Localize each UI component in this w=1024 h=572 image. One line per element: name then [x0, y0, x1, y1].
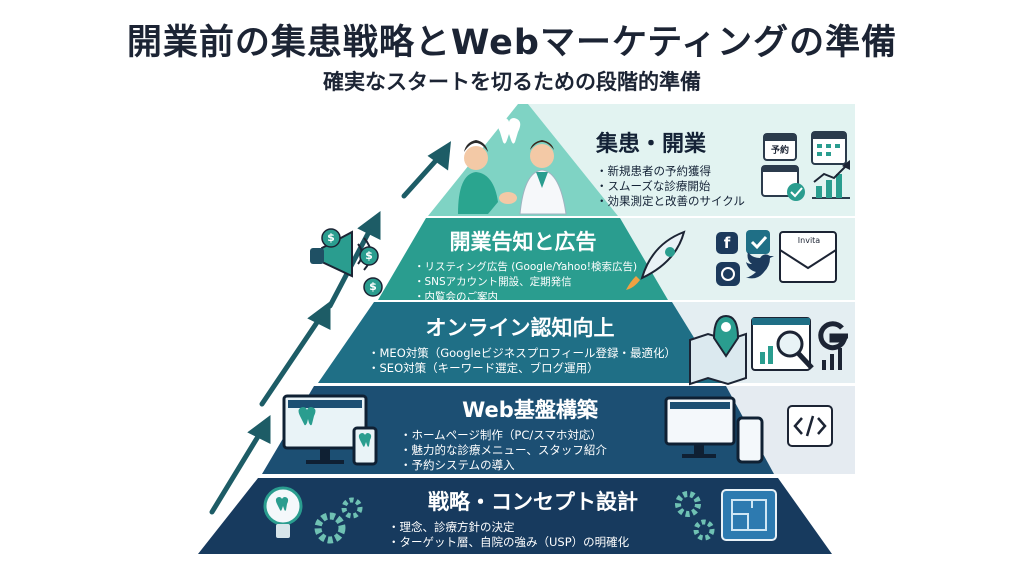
tier-3-text: オンライン認知向上 MEO対策（Googleビジネスプロフィール登録・最適化） … — [350, 312, 690, 376]
page-subtitle: 確実なスタートを切るための段階的準備 — [323, 70, 701, 94]
doctor-patient-illustration — [458, 118, 567, 215]
tier-3-heading: オンライン認知向上 — [425, 316, 615, 340]
check-icon — [746, 230, 770, 254]
growth-chart-icon — [812, 160, 850, 199]
calendar-check-small-icon — [761, 165, 805, 201]
code-icon — [787, 405, 833, 447]
tier-4-item: 魅力的な診療メニュー、スタッフ紹介 — [400, 443, 660, 458]
tier-1-text: 集患・開業 新規患者の予約獲得 スムーズな診療開始 効果測定と改善のサイクル — [596, 126, 766, 209]
tier-1-item: 新規患者の予約獲得 — [596, 164, 766, 179]
tier-1-item: スムーズな診療開始 — [596, 179, 766, 194]
calendar-reservation-icon — [763, 133, 797, 161]
search-analytics-icon — [751, 317, 814, 371]
tier-2-heading: 開業告知と広告 — [449, 230, 597, 254]
tier-2-item: SNSアカウント開設、定期発信 — [414, 275, 638, 290]
tier-4-item: ホームページ制作（PC/スマホ対応） — [400, 428, 660, 443]
instagram-icon — [716, 262, 740, 286]
calendar-check-icon — [811, 131, 847, 165]
gear-right-icon — [675, 491, 715, 541]
tier-5-text: 戦略・コンセプト設計 理念、診療方針の決定 ターゲット層、自院の強み（USP）の… — [388, 486, 678, 550]
tier-1-heading: 集患・開業 — [596, 132, 707, 157]
blueprint-icon — [721, 489, 777, 541]
lightbulb-icon — [263, 486, 303, 538]
tier-3-item: MEO対策（Googleビジネスプロフィール登録・最適化） — [368, 346, 690, 361]
tier-5-heading: 戦略・コンセプト設計 — [428, 490, 638, 514]
responsive-devices-icon — [664, 396, 764, 464]
mail-badge-label: Invita — [797, 236, 821, 245]
map-pin-icon — [689, 314, 747, 386]
tier-2-item: リスティング広告 (Google/Yahoo!検索広告) — [414, 260, 638, 275]
tier-4-item: 予約システムの導入 — [400, 458, 660, 473]
megaphone-icon — [310, 228, 383, 297]
facebook-letter: f — [723, 234, 731, 252]
twitter-icon — [746, 252, 774, 279]
tier-1-item: 効果測定と改善のサイクル — [596, 194, 766, 209]
invitation-mail-icon — [779, 231, 837, 283]
tier-5-item: 理念、診療方針の決定 — [388, 520, 678, 535]
website-devices-icon — [282, 394, 378, 466]
page-title: 開業前の集患戦略とWebマーケティングの準備 — [126, 23, 898, 63]
tier-4-text: Web基盤構築 ホームページ制作（PC/スマホ対応） 魅力的な診療メニュー、スタ… — [400, 394, 660, 473]
facebook-icon — [716, 232, 738, 254]
tier-4-heading: Web基盤構築 — [462, 398, 598, 422]
calendar-badge-label: 予約 — [770, 146, 789, 156]
tier-2-item: 内覧会のご案内 — [414, 290, 638, 305]
dollar-icon: $ — [327, 231, 335, 244]
dollar-icon: $ — [369, 280, 377, 293]
google-icon — [818, 321, 848, 370]
tier-2-text: 開業告知と広告 リスティング広告 (Google/Yahoo!検索広告) SNS… — [408, 226, 638, 305]
gear-icon — [314, 497, 363, 544]
tier-5-item: ターゲット層、自院の強み（USP）の明確化 — [388, 535, 678, 550]
tier-3-item: SEO対策（キーワード選定、ブログ運用） — [368, 361, 690, 376]
dollar-icon: $ — [365, 249, 373, 262]
